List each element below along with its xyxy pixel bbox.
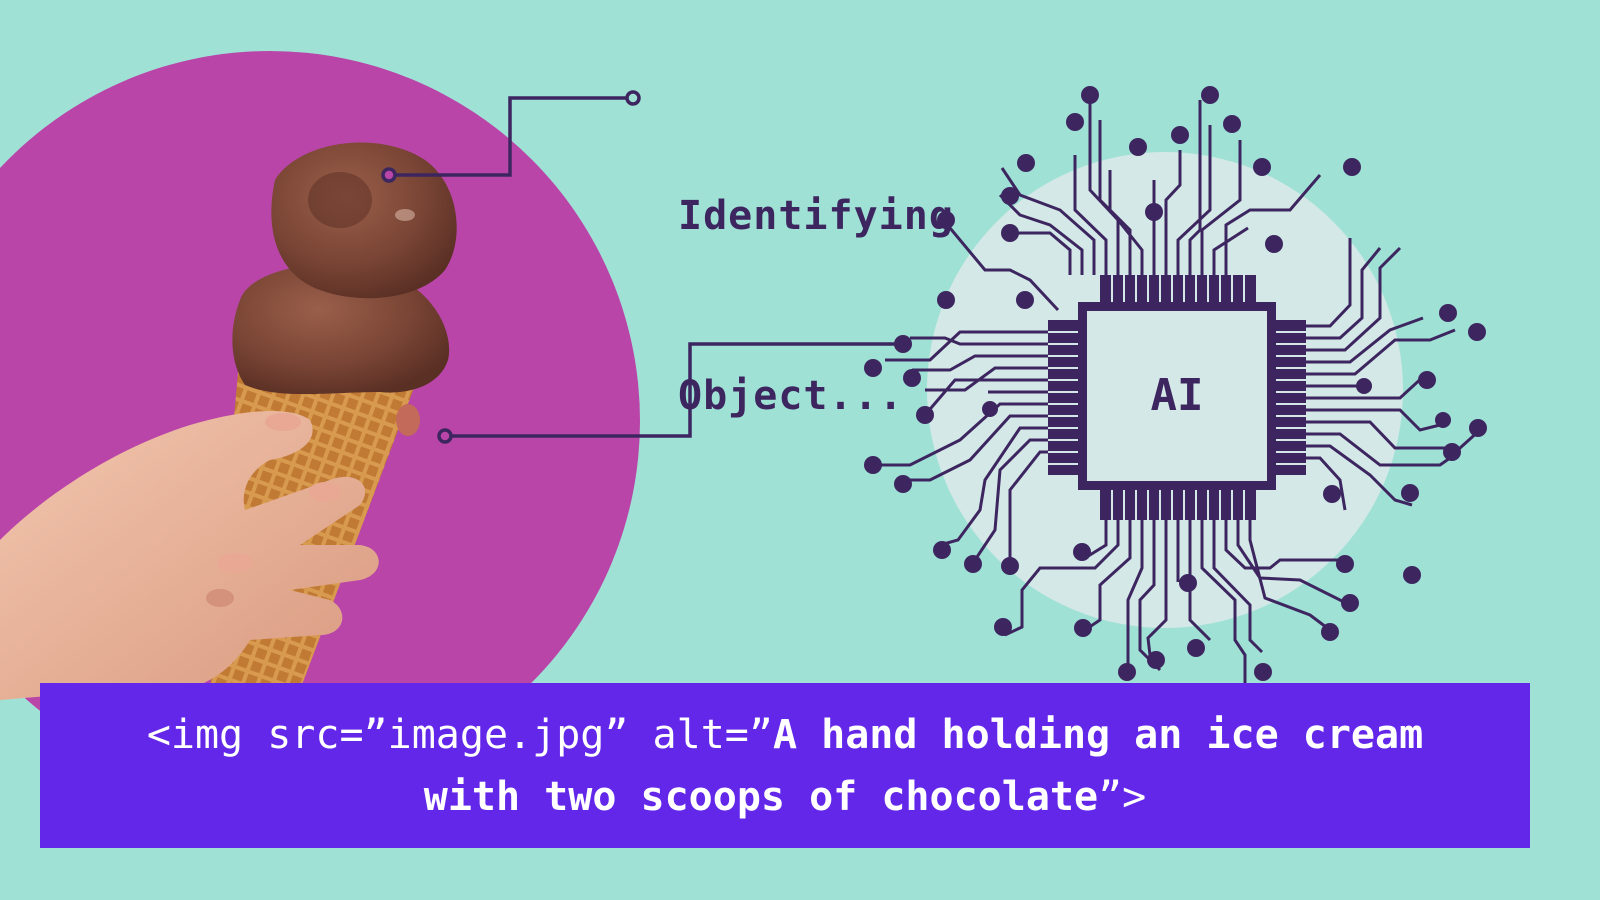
pin-gaps: [1048, 275, 1306, 520]
alt-text-banner: <img src=”image.jpg” alt=”A hand holding…: [40, 683, 1530, 848]
chip-pins: [1048, 275, 1306, 520]
label-line-1: Identifying: [678, 193, 954, 239]
left-traces: [875, 330, 1048, 561]
hand: [0, 410, 379, 700]
banner-line-1: <img src=”image.jpg” alt=”A hand holding…: [40, 704, 1530, 766]
banner-line-2: with two scoops of chocolate”>: [40, 766, 1530, 828]
right-pads: [1323, 304, 1487, 503]
top-pads: [937, 86, 1361, 309]
alt-text-part-2: with two scoops of chocolate: [423, 773, 1099, 820]
img-tag-suffix: ”>: [1098, 773, 1147, 820]
top-traces: [943, 100, 1322, 312]
label-line-2: Object...: [678, 373, 904, 419]
chip-label: AI: [1150, 370, 1204, 421]
bottom-traces: [1004, 520, 1351, 680]
img-tag-prefix: <img src=”image.jpg” alt=”: [146, 711, 773, 758]
alt-text-part-1: A hand holding an ice cream: [772, 711, 1424, 758]
connector-to-label: [381, 90, 641, 183]
lower-scoop: [232, 264, 450, 395]
connector-to-chip: [437, 342, 903, 444]
identifying-object-label: Identifying Object...: [678, 66, 954, 546]
left-pads: [864, 335, 1019, 575]
bottom-pads: [994, 543, 1421, 681]
